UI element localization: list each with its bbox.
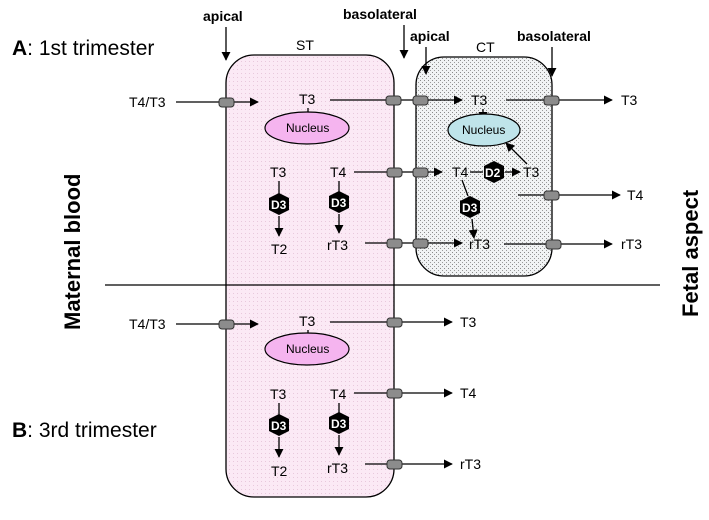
st-cell (225, 54, 395, 498)
st-label: ST (296, 37, 314, 53)
out-rt3: rT3 (460, 456, 481, 472)
svg-text:D3: D3 (331, 417, 347, 431)
ct-rt3: rT3 (469, 236, 490, 252)
panel-a-title: A: 1st trimester (12, 37, 154, 60)
panel-b: T4/T3 T3 Nucleus T3 T3 D3 T2 T4 D3 rT3 T… (129, 313, 481, 479)
out-t4: T4 (627, 187, 644, 203)
st-left-enzyme (269, 193, 289, 215)
ct-nucleus (447, 113, 521, 147)
out-rt3: rT3 (621, 236, 642, 252)
st-left-prod: T2 (271, 241, 288, 257)
st-right-prod: rT3 (327, 460, 348, 476)
fetal-aspect-label: Fetal aspect (678, 189, 703, 317)
maternal-blood-label: Maternal blood (60, 174, 85, 330)
panel-b-title: B: 3rd trimester (12, 419, 157, 442)
st-right-sub: T4 (330, 164, 347, 180)
st-left-sub: T3 (270, 386, 287, 402)
out-t4: T4 (460, 385, 477, 401)
st-left-enzyme (269, 414, 289, 436)
st-nucleus (264, 111, 350, 145)
transporter (218, 97, 235, 108)
apical-label-ct: apical (410, 28, 450, 44)
st-right-prod: rT3 (327, 237, 348, 253)
apical-label-st: apical (203, 8, 243, 24)
out-t3: T3 (460, 314, 477, 330)
ct-nucleus-label: Nucleus (462, 123, 505, 137)
panel-a: T4/T3 T3 Nucleus T3 Nucleus T3 T3 D3 T2 … (129, 91, 644, 257)
st-t3: T3 (299, 91, 316, 107)
svg-text:D3: D3 (271, 198, 287, 212)
basolateral-label-ct: basolateral (517, 28, 591, 44)
ct-d3-enzyme (460, 196, 480, 218)
svg-text:D3: D3 (331, 196, 347, 210)
st-left-sub: T3 (270, 164, 287, 180)
out-t3: T3 (621, 92, 638, 108)
st-t3: T3 (299, 313, 316, 329)
st-nucleus-label: Nucleus (286, 342, 329, 356)
svg-text:D3: D3 (271, 419, 287, 433)
basolateral-label-st: basolateral (343, 6, 417, 22)
input-label: T4/T3 (129, 316, 166, 332)
svg-text:D2: D2 (485, 166, 501, 180)
ct-t3: T3 (471, 92, 488, 108)
ct-t3b: T3 (523, 164, 540, 180)
svg-text:D3: D3 (462, 201, 478, 215)
st-nucleus (264, 332, 350, 366)
ct-d2-enzyme (484, 161, 504, 183)
st-right-enzyme (329, 412, 349, 434)
ct-label: CT (476, 39, 495, 55)
ct-t4: T4 (452, 164, 469, 180)
st-left-prod: T2 (271, 463, 288, 479)
st-nucleus-label: Nucleus (286, 121, 329, 135)
input-label: T4/T3 (129, 94, 166, 110)
st-right-sub: T4 (330, 386, 347, 402)
st-right-enzyme (329, 191, 349, 213)
